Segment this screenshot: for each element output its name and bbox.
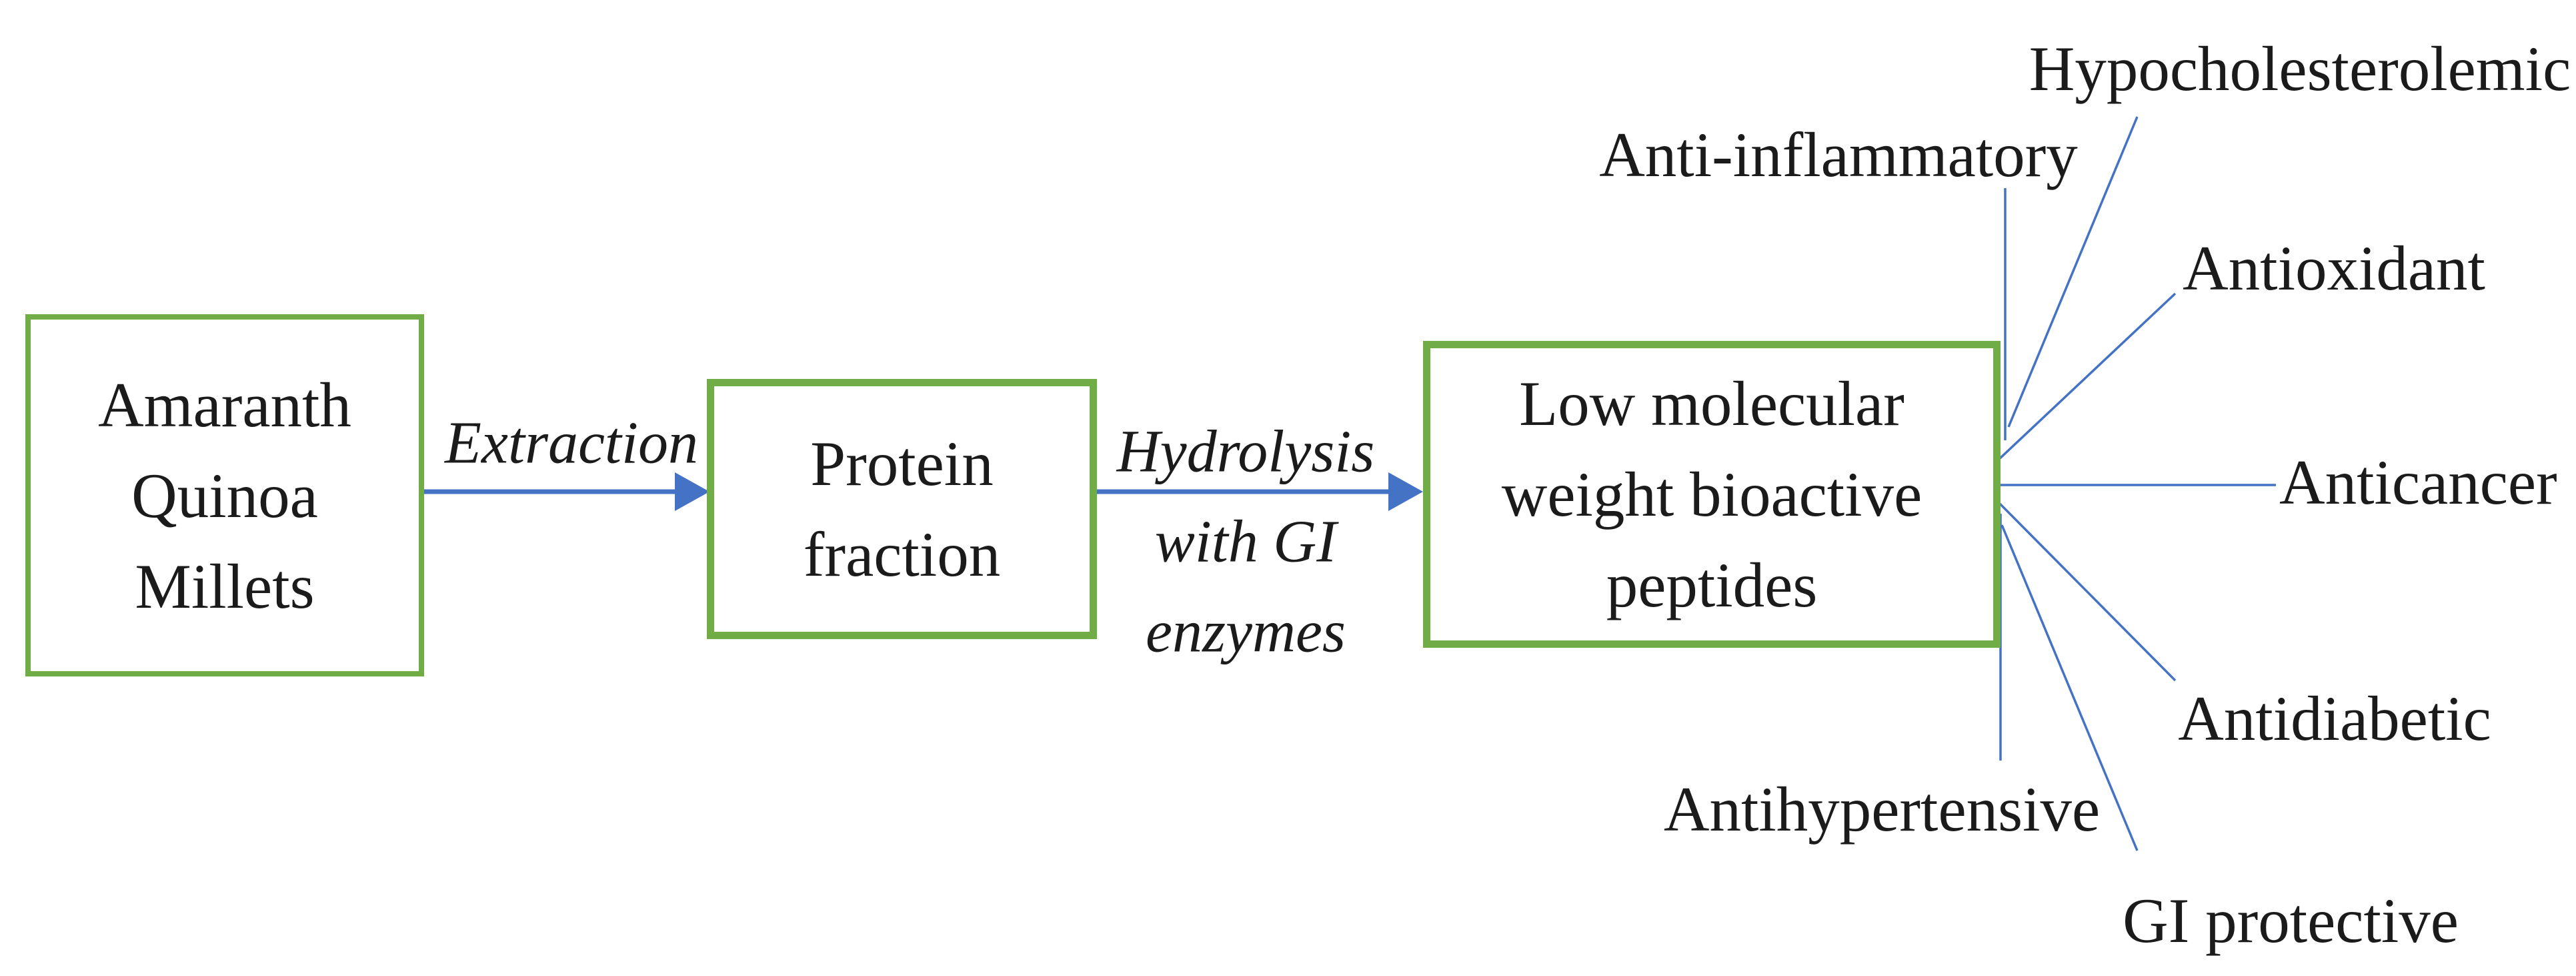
activity-label-gi-protective: GI protective [2123, 885, 2459, 956]
activity-label-hypocholesterolemic: Hypocholesterolemic [2029, 33, 2571, 104]
source-line-quinoa: Quinoa [131, 460, 318, 531]
hydrolysis-label: Hydrolysis with GI enzymes [1117, 407, 1375, 677]
extraction-arrowhead [675, 472, 710, 511]
extraction-label: Extraction [445, 410, 698, 476]
activity-label-antidiabetic: Antidiabetic [2178, 683, 2491, 754]
source-grains-box: Amaranth Quinoa Millets [25, 314, 424, 676]
line-to-antioxidant [1997, 292, 2177, 462]
activity-label-anti-inflammatory: Anti-inflammatory [1599, 119, 2078, 190]
line-to-hypocholesterolemic [2007, 116, 2139, 428]
activity-label-anticancer: Anticancer [2279, 447, 2557, 518]
hydrolysis-arrowhead [1388, 472, 1423, 511]
source-line-millets: Millets [135, 550, 315, 622]
peptides-line-1: Low molecular [1519, 368, 1904, 439]
hydrolysis-label-line-1: Hydrolysis [1116, 418, 1375, 485]
protein-line-1: Protein [810, 428, 994, 499]
activity-label-antioxidant: Antioxidant [2183, 233, 2485, 304]
hydrolysis-label-line-2: with GI [1154, 508, 1337, 575]
peptides-line-2: weight bioactive [1501, 459, 1922, 530]
protein-line-2: fraction [803, 519, 1001, 590]
activity-label-antihypertensive: Antihypertensive [1663, 774, 2101, 845]
line-to-gi-protective [2001, 524, 2139, 851]
peptides-line-3: peptides [1606, 550, 1818, 620]
protein-fraction-box: Protein fraction [707, 379, 1097, 639]
source-line-amaranth: Amaranth [98, 369, 351, 440]
hydrolysis-label-line-3: enzymes [1146, 598, 1346, 665]
line-to-antidiabetic [1997, 500, 2177, 682]
bioactive-peptides-box: Low molecular weight bioactive peptides [1423, 341, 2001, 648]
